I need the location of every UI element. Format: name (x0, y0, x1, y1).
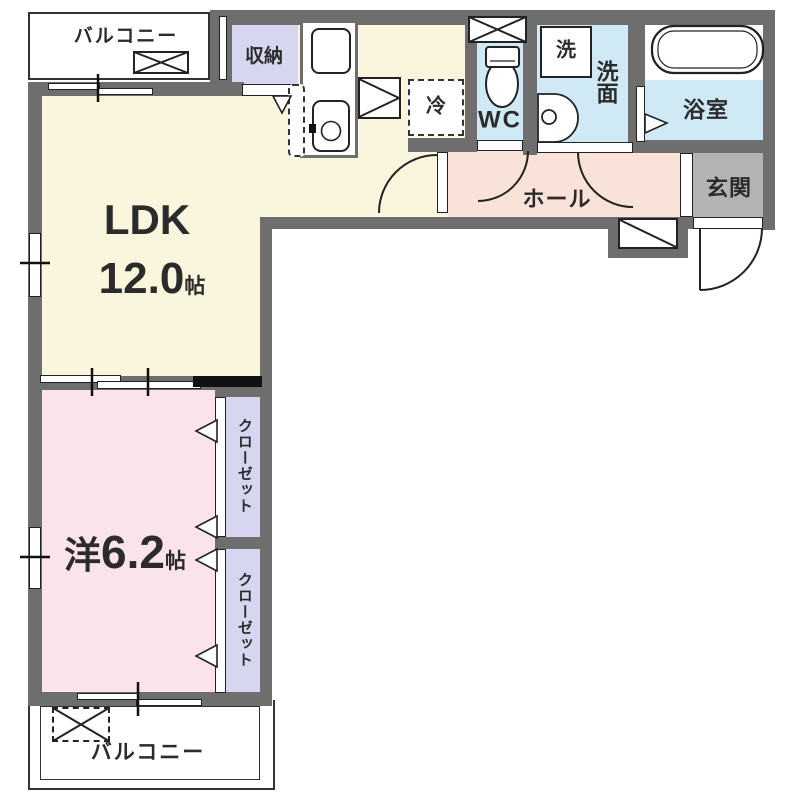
entrance-door-frame (693, 217, 763, 229)
entrance-label: 玄関 (705, 175, 753, 201)
closet-lower-label: クローゼット (235, 572, 253, 668)
ldk-label: LDK (103, 195, 191, 243)
fridge-space (408, 79, 464, 136)
room-ldk-main-area (28, 82, 272, 390)
wall-under-bath (628, 140, 775, 153)
ldk-hall-door-leaf (437, 152, 448, 213)
kitchen-cupboard (358, 77, 401, 119)
room-hall (448, 140, 693, 229)
ldk-western-sliding-panel1 (40, 375, 121, 383)
wall-closet-divider (215, 537, 272, 549)
wall-right-column (260, 217, 272, 706)
western-label-kanji: 洋 (64, 534, 102, 576)
ldk-size-label: 12.0帖 (98, 253, 206, 303)
storage-label: 収納 (244, 46, 284, 68)
ldk-left-window (29, 233, 41, 297)
room-closet-lower (226, 549, 260, 693)
ldk-western-sliding-panel2 (97, 381, 201, 389)
western-room-label: 洋6.2帖 (64, 528, 186, 576)
entrance-step (680, 153, 693, 217)
room-storage (230, 25, 298, 86)
wc-upper-cabinet (468, 16, 527, 43)
wall-wc-left (465, 10, 477, 152)
washer-space (540, 26, 592, 78)
balcony-top-label: バルコニー (73, 26, 179, 48)
room-closet-upper (226, 396, 260, 537)
porch-cabinet (618, 218, 678, 249)
wall-left (28, 82, 42, 706)
room-bath-tub-area (645, 17, 763, 80)
western-left-window (29, 527, 41, 589)
kitchen-side-counter (288, 84, 305, 157)
room-entrance (693, 153, 763, 217)
washer-label: 洗 (556, 39, 576, 62)
hall-label: ホール (522, 186, 592, 212)
wall-right (763, 10, 775, 230)
ldk-western-sliding-pocket (193, 376, 262, 387)
bath-door (636, 86, 645, 142)
balcony-bottom-ac-unit (52, 707, 110, 742)
closet-upper-door (215, 397, 226, 537)
western-size-value: 6.2 (101, 525, 165, 578)
closet-lower-door (215, 549, 226, 693)
wc-label: WC (478, 106, 522, 134)
washroom-label: 洗面 (593, 60, 619, 104)
western-balcony-window-panel1 (77, 693, 139, 700)
closet-upper-label: クローゼット (235, 418, 253, 514)
western-size-unit: 帖 (164, 549, 186, 573)
washroom-door (537, 142, 633, 153)
wall-under-fridge (408, 138, 465, 152)
balcony-bottom-label: バルコニー (90, 740, 206, 764)
wc-door (477, 140, 523, 151)
bath-label: 浴室 (682, 97, 730, 123)
ldk-size-value: 12.0 (98, 253, 185, 303)
kitchen-counter (300, 20, 358, 158)
ldk-balcony-window-panel2 (97, 88, 153, 95)
entrance-door-arc (699, 227, 763, 291)
ldk-size-unit: 帖 (184, 274, 206, 298)
western-balcony-window-panel2 (136, 699, 202, 706)
balcony-top-equipment-box (133, 51, 189, 74)
balcony-wall-slit (219, 16, 227, 80)
wall-wc-washroom (523, 10, 537, 155)
fridge-label: 冷 (426, 95, 446, 118)
wall-hall-bottom (260, 217, 693, 229)
ldk-balcony-window-panel1 (48, 83, 100, 90)
